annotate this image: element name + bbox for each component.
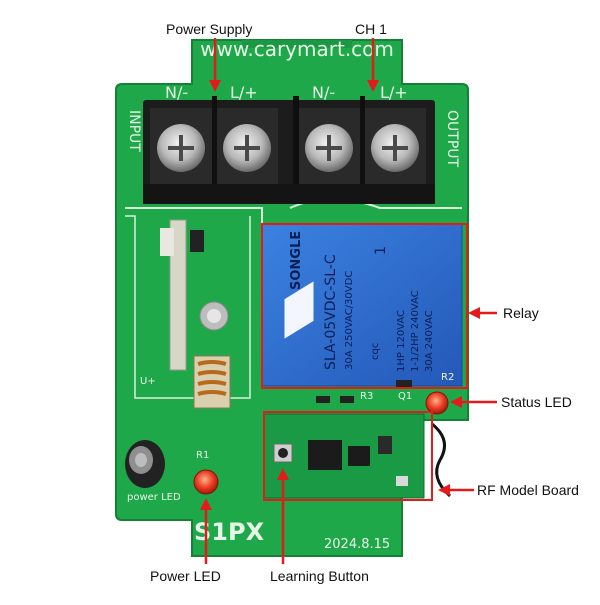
- callout-learning-button: Learning Button: [270, 568, 369, 584]
- relay-rating-4: 30A 240VAC: [424, 310, 435, 372]
- input-label: INPUT: [126, 110, 142, 152]
- model-silkscreen: S1PX: [194, 518, 265, 546]
- callout-rf-model-board: RF Model Board: [477, 482, 579, 498]
- date-silkscreen: 2024.8.15: [324, 537, 390, 552]
- output-label: OUTPUT: [444, 110, 460, 168]
- power-led-silkscreen: power LED: [127, 492, 181, 503]
- terminal-label-n-right: N/-: [312, 83, 335, 102]
- relay: SONGLE SLA-05VDC-SL-C 30A 250VAC/30VDC c…: [261, 223, 463, 387]
- terminal-label-l-right: L/+: [380, 83, 408, 102]
- q1-label: Q1: [398, 391, 412, 402]
- capacitor: [125, 440, 165, 488]
- rf-model-board: [263, 413, 452, 499]
- callout-arrows: [200, 38, 497, 564]
- power-led: [193, 469, 219, 495]
- callout-relay: Relay: [503, 305, 539, 321]
- relay-rating-1: 30A 250VAC/30VDC: [344, 271, 355, 370]
- r3-label: R3: [360, 391, 373, 402]
- relay-highlight: [261, 223, 468, 389]
- u-label: U+: [140, 376, 156, 387]
- relay-rating-2: 1HP 120VAC: [396, 310, 407, 372]
- rf-highlight: [263, 411, 433, 501]
- relay-cqc: cqc: [370, 343, 381, 360]
- terminal-label-n-left: N/-: [165, 83, 188, 102]
- terminal-label-l-left: L/+: [230, 83, 258, 102]
- relay-model: SLA-05VDC-SL-C: [323, 254, 339, 370]
- power-module: [160, 219, 231, 409]
- r2-label: R2: [441, 372, 454, 383]
- callout-power-supply: Power Supply: [166, 21, 253, 37]
- terminal-screws: [157, 124, 419, 172]
- relay-number: 1: [373, 246, 389, 255]
- url-silkscreen: www.carymart.com: [200, 37, 394, 61]
- callout-status-led: Status LED: [501, 394, 572, 410]
- relay-rating-3: 1-1/2HP 240VAC: [410, 290, 421, 372]
- callout-power-led: Power LED: [150, 568, 221, 584]
- callout-ch1: CH 1: [355, 21, 387, 37]
- relay-brand: SONGLE: [289, 231, 304, 290]
- antenna-coil: [431, 422, 452, 498]
- status-led: [425, 391, 449, 415]
- r1-label: R1: [196, 450, 209, 461]
